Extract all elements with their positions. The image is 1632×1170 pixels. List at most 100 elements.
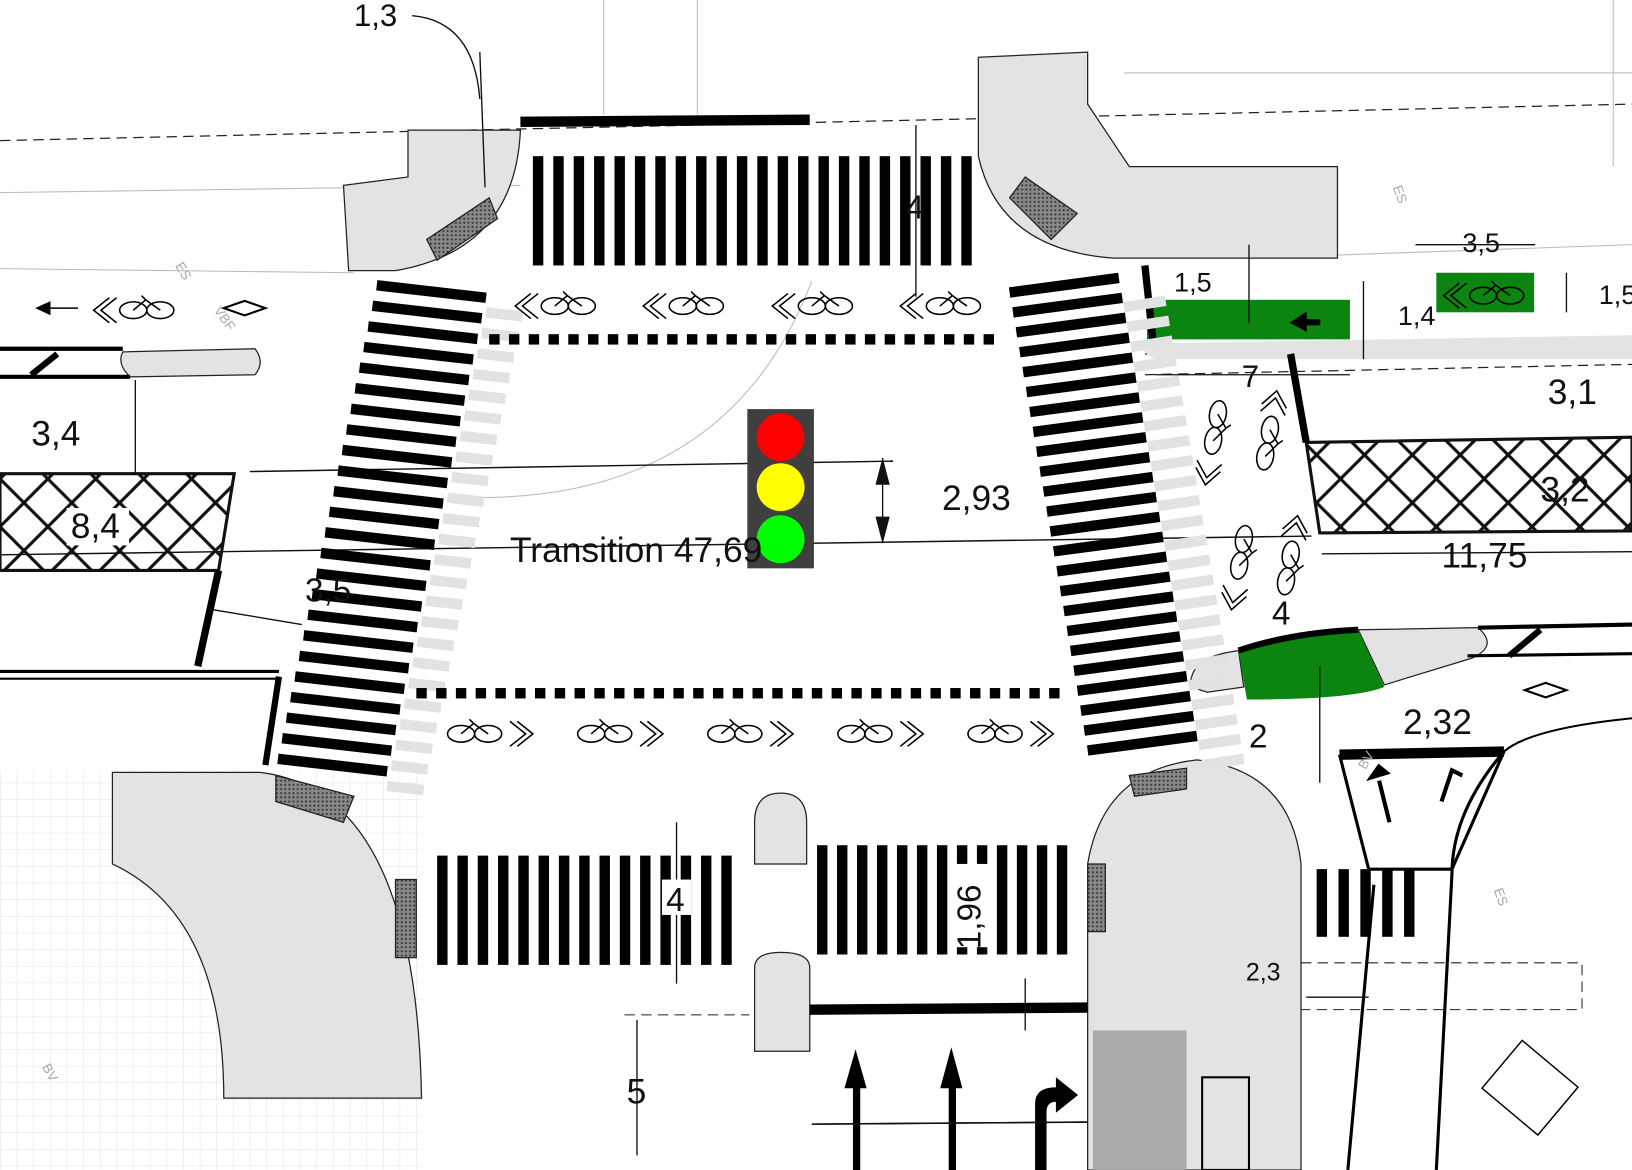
- lane-dot: [489, 334, 500, 345]
- lane-dot: [930, 688, 941, 699]
- crosswalk-bar: [996, 845, 1008, 955]
- crosswalk-bar: [757, 156, 768, 266]
- chevron-icon: [899, 292, 924, 320]
- bicycle-frame: [811, 290, 840, 307]
- lane-dot: [633, 688, 645, 699]
- chevron-icon: [92, 297, 118, 324]
- crosswalk-ghost-bar: [476, 348, 515, 363]
- bicycle-wheel: [603, 724, 633, 743]
- bicycle-icon: [446, 718, 535, 747]
- crosswalk-bar: [716, 156, 727, 266]
- bicycle-wheel: [1260, 415, 1280, 444]
- bicycle-frame: [1264, 429, 1284, 457]
- lane-dot: [864, 334, 876, 345]
- lane-dot: [475, 688, 487, 699]
- crosswalk-bar: [838, 156, 850, 266]
- crosswalk-bar: [817, 845, 828, 955]
- bicycle-frame: [939, 290, 968, 307]
- crosswalk-ghost-bar: [446, 492, 485, 507]
- right-turn-arrow-icon: [1035, 1077, 1079, 1170]
- lane-dot: [963, 334, 975, 345]
- dim-label: 1,3: [354, 0, 397, 33]
- crosswalk-bar: [675, 156, 687, 266]
- bicycle-frame: [1212, 413, 1232, 442]
- crosswalk-bar: [1066, 611, 1178, 637]
- crosswalk-bar: [333, 485, 444, 509]
- crosswalk-bar: [736, 156, 748, 266]
- lane-dot: [1029, 688, 1040, 699]
- bicycle-frame: [132, 295, 161, 311]
- crosswalk-ghost-bar: [1164, 534, 1208, 552]
- crosswalk-bar: [1086, 730, 1198, 756]
- bicycle-icon: [641, 290, 725, 320]
- hatched-medians: [0, 435, 1632, 572]
- lane-dot: [924, 334, 935, 345]
- crosswalk-ghost-bar: [395, 739, 433, 755]
- bicycle-wheel: [824, 296, 854, 316]
- bicycle-frame: [554, 290, 583, 307]
- crosswalk-bar: [363, 341, 474, 365]
- lane-dot: [845, 334, 856, 345]
- crosswalk-bar: [437, 855, 448, 965]
- lane-dot: [495, 688, 506, 699]
- chevron-icon: [513, 292, 539, 320]
- lane-dot: [805, 334, 816, 345]
- chevron-icon: [1221, 584, 1249, 611]
- crosswalk-bar: [294, 671, 405, 695]
- lane-dot: [1049, 688, 1060, 699]
- lane-dot: [686, 334, 698, 345]
- lane-dot: [910, 688, 922, 699]
- bicycle-icon: [92, 295, 175, 324]
- crosswalk-bar: [857, 845, 868, 955]
- lane-dot: [732, 688, 744, 699]
- crosswalk-bar: [346, 424, 457, 448]
- dim-label: 2,3: [1246, 959, 1281, 987]
- crosswalk-bar: [367, 321, 479, 345]
- bicycle-wheel: [1208, 399, 1228, 429]
- lane-dot: [416, 688, 427, 699]
- dim-label: 1,4: [1398, 301, 1436, 331]
- crosswalk-ghost-bar: [472, 368, 511, 384]
- bicycle-icon: [513, 290, 597, 320]
- dim-label: 3,2: [1540, 471, 1589, 510]
- lane-dot: [766, 334, 777, 345]
- crosswalk-bar: [879, 156, 891, 266]
- crosswalk-ghost-bar: [451, 471, 489, 487]
- chevron-icon: [641, 292, 667, 320]
- crosswalk-bar: [1073, 651, 1185, 677]
- crosswalk-ghost-bar: [1201, 753, 1245, 771]
- crosswalk-ghost-bar: [433, 554, 472, 569]
- crosswalk-ghost-bar: [1123, 295, 1167, 313]
- chevron-icon: [1259, 389, 1288, 416]
- bicycle-wheel: [567, 296, 597, 316]
- crosswalk-bar: [281, 733, 393, 756]
- dimension-labels: 1,3 4 1,5 3,5 1,5 1,4 7 3,1 3,4 8,4 3,2 …: [31, 0, 1632, 1111]
- note-label: ES: [172, 259, 194, 282]
- lane-dot: [653, 688, 665, 699]
- lane-dot: [706, 334, 718, 345]
- dim-label: 7: [1242, 359, 1259, 394]
- lane-dot: [607, 334, 619, 345]
- crosswalk-ghost-bar: [399, 718, 438, 734]
- bicycle-wheel: [864, 724, 893, 743]
- bicycle-wheel: [1203, 426, 1223, 455]
- crosswalk-ghost-bar: [408, 677, 446, 693]
- lane-dot: [614, 688, 625, 699]
- crosswalk-ghost-bar: [1187, 674, 1231, 691]
- lane-dot: [746, 334, 757, 345]
- crosswalk-bar: [818, 156, 829, 266]
- bike-box-lower: [1238, 629, 1385, 700]
- crosswalk-ghost-bar: [1170, 574, 1215, 592]
- lane-dot: [647, 334, 658, 345]
- crosswalk-bar: [1036, 845, 1048, 955]
- crosswalk-ghost-bar: [1143, 415, 1187, 432]
- crosswalk-bar: [285, 712, 397, 736]
- crosswalk-ghost-bar: [459, 430, 498, 446]
- crosswalk-bar: [1036, 432, 1147, 457]
- crosswalk-ghost-bar: [1197, 733, 1242, 751]
- bicycle-wheel: [1255, 442, 1275, 471]
- lane-dot: [455, 688, 467, 699]
- dim-label: 3,4: [31, 415, 80, 454]
- lane-dot: [831, 688, 843, 699]
- bicycle-icon: [1255, 389, 1288, 471]
